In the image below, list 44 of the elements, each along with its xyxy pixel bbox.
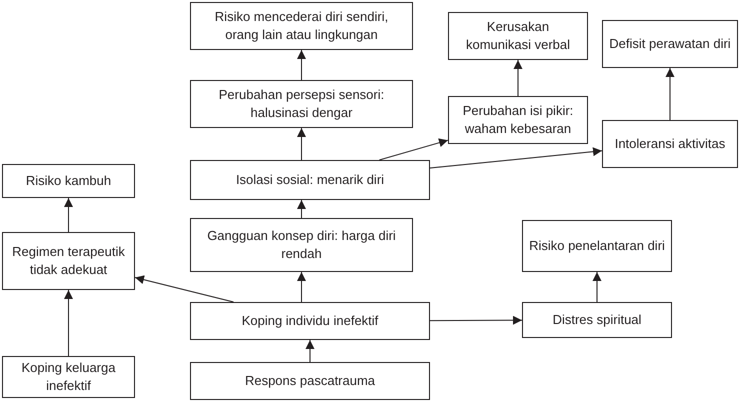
diagnosis-text: Risiko kambuh (26, 172, 112, 190)
arrow (64, 290, 73, 356)
arrow (666, 68, 674, 120)
arrow (297, 200, 306, 218)
diagnosis-text: Distres spiritual (552, 311, 642, 329)
diagnosis-box (448, 96, 588, 144)
diagnosis-text: Perubahan isi pikir: waham kebesaran (462, 102, 574, 138)
diagnosis-text: Isolasi sosial: menarik diri (236, 171, 384, 189)
diagnosis-box (190, 302, 430, 340)
arrow (134, 275, 234, 302)
arrow (64, 198, 73, 232)
arrow (430, 316, 522, 325)
diagnosis-text: Regimen terapeutik tidak adekuat (11, 243, 126, 279)
diagnosis-box (602, 120, 738, 168)
diagnosis-box (190, 80, 413, 128)
diagnosis-text: Intoleransi aktivitas (614, 135, 726, 153)
arrow (430, 147, 602, 168)
arrow (592, 272, 602, 302)
diagnosis-text: Koping keluarga inefektif (20, 359, 116, 395)
diagnosis-box (190, 218, 413, 272)
diagnosis-box (2, 356, 135, 398)
diagnosis-box (2, 164, 135, 198)
diagnosis-box (2, 232, 135, 290)
diagnosis-box (602, 20, 738, 68)
diagnosis-box (190, 160, 430, 200)
arrow (378, 138, 448, 160)
arrow (297, 272, 306, 302)
diagnosis-box (190, 362, 430, 400)
diagnosis-text: Gangguan konsep diri: harga diri rendah (206, 227, 397, 263)
diagnosis-box (522, 302, 672, 338)
diagnosis-text: Risiko penelantaran diri (529, 237, 665, 255)
diagnosis-text: Koping individu inefektif (242, 312, 378, 330)
arrow (306, 340, 314, 362)
arrow (514, 60, 522, 96)
arrow (297, 50, 306, 80)
diagnosis-text: Perubahan persepsi sensori: halusinasi dengar (218, 86, 386, 122)
diagnosis-box (190, 2, 413, 50)
diagnosis-text: Defisit perawatan diri (609, 35, 731, 53)
diagnosis-box (448, 12, 588, 60)
diagnosis-text: Respons pascatrauma (244, 372, 376, 390)
diagnosis-box (522, 220, 672, 272)
diagnosis-text: Kerusakan komunikasi verbal (464, 18, 572, 54)
arrow (297, 128, 306, 160)
diagnosis-text: Risiko mencederai diri sendiri, orang lain atau lingkungan (214, 8, 390, 44)
